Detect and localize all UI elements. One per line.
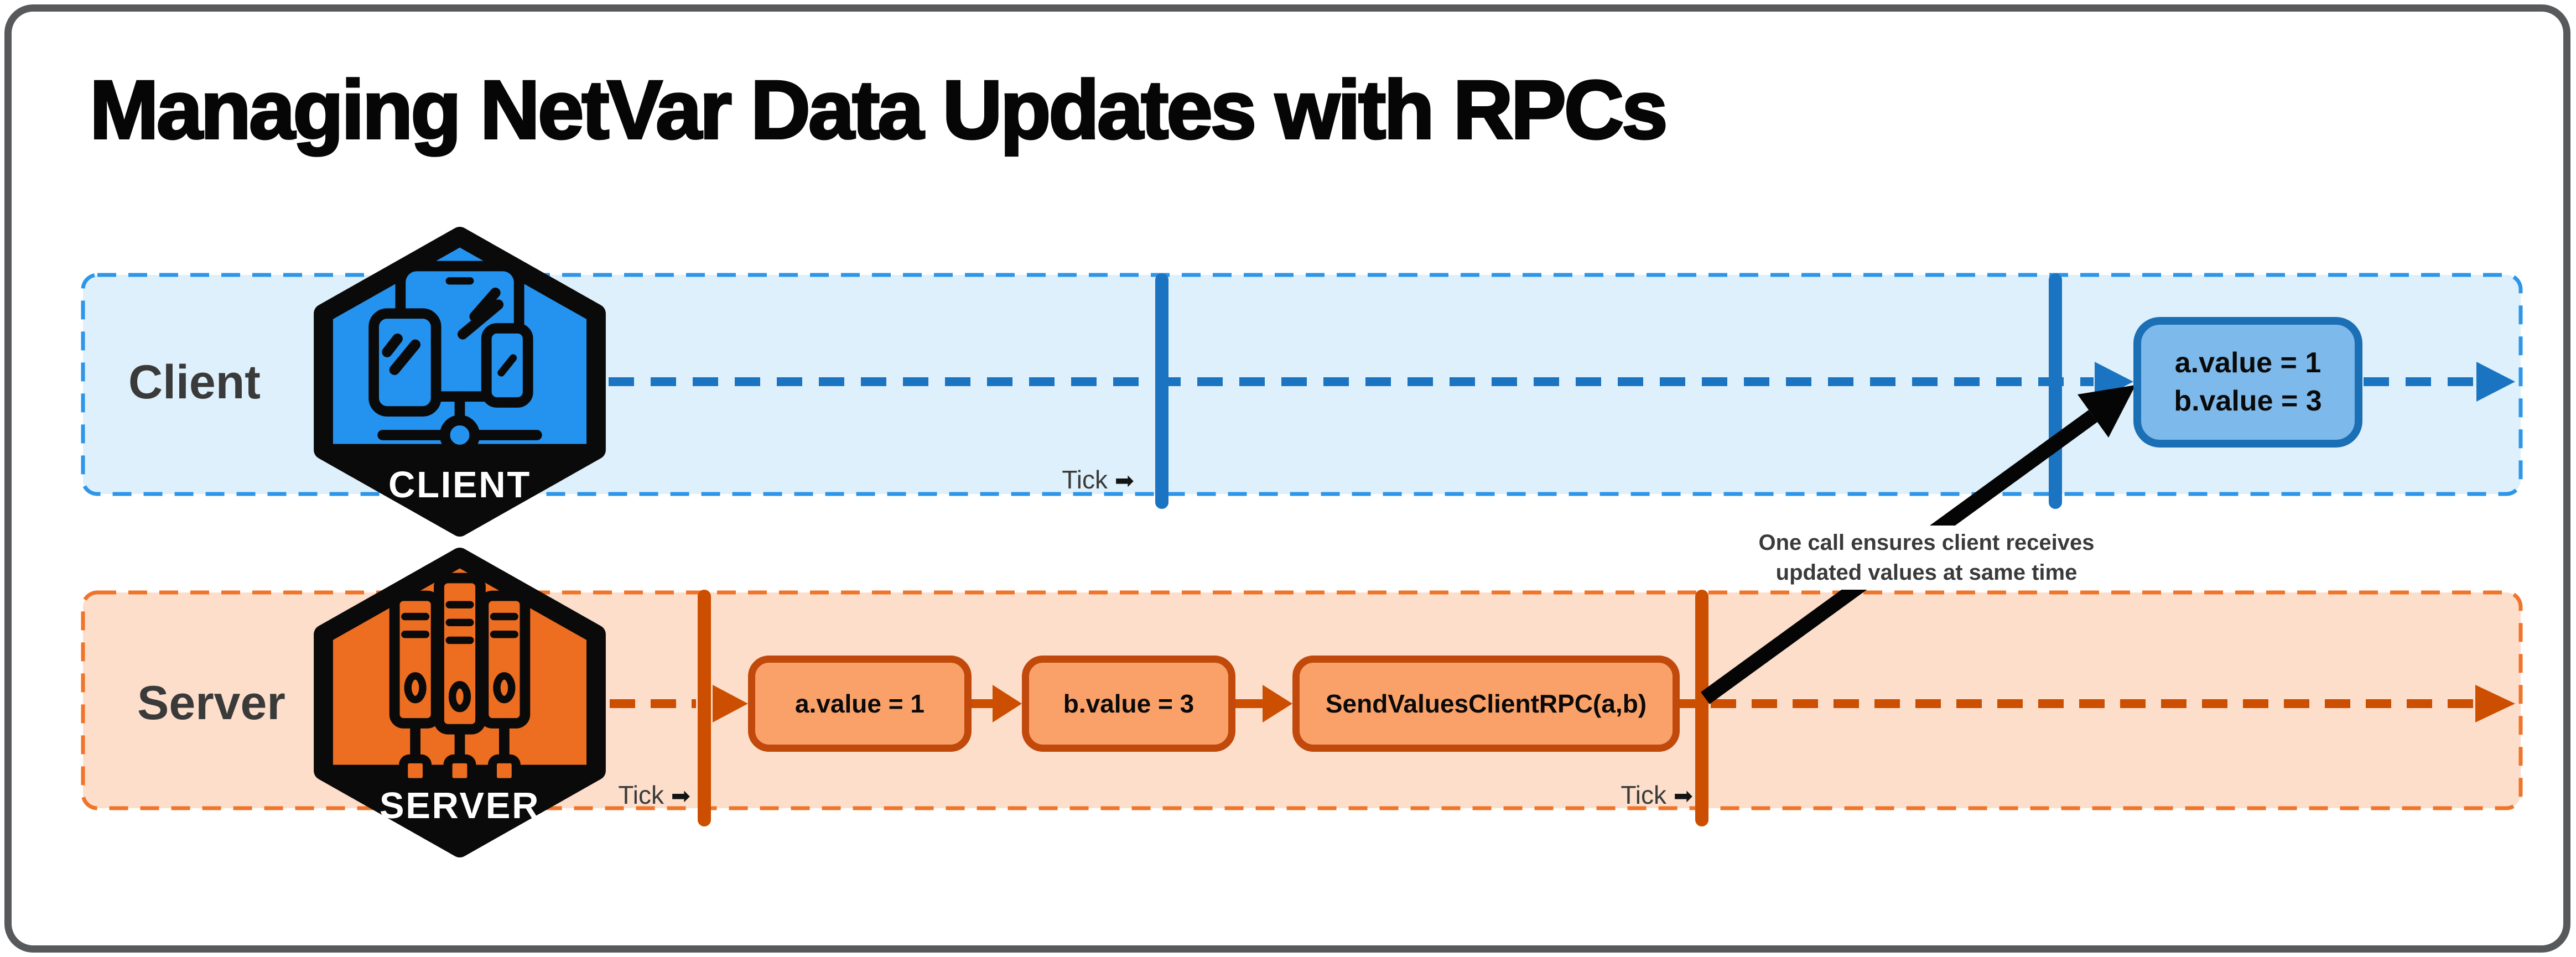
tick-text: Tick [1062,465,1108,494]
right-arrow-icon: ➡ [671,783,690,809]
right-arrow-icon: ➡ [1673,783,1693,809]
rpc-annotation-line2: updated values at same time [1775,560,2078,585]
rpc-annotation: One call ensures client receives updated… [1753,526,2100,590]
client-tick-label: Tick ➡ [996,465,1134,495]
server-step-box-send-rpc: SendValuesClientRPC(a,b) [1292,656,1680,752]
server-tick-label-1: Tick ➡ [552,780,690,810]
client-lane-label: Client [128,356,261,409]
client-badge-label: CLIENT [388,464,531,506]
server-step-label: SendValuesClientRPC(a,b) [1325,689,1647,718]
client-result-box: a.value = 1 b.value = 3 [2133,317,2362,448]
client-hexagon-badge: CLIENT [314,227,606,537]
server-step-box-a-value: a.value = 1 [748,656,972,752]
tick-text: Tick [1621,781,1667,809]
client-result-line1: a.value = 1 [2174,347,2321,379]
server-lane-label: Server [137,677,285,730]
client-result-line2: b.value = 3 [2174,385,2322,417]
server-hexagon-badge: SERVER [314,548,606,857]
rpc-annotation-line1: One call ensures client receives [1758,530,2095,555]
right-arrow-icon: ➡ [1114,467,1134,493]
server-badge-label: SERVER [380,785,540,826]
tick-text: Tick [618,781,664,809]
server-step-label: a.value = 1 [795,689,925,718]
server-tick-label-2: Tick ➡ [1555,780,1693,810]
page-title: Managing NetVar Data Updates with RPCs [89,62,1669,157]
server-step-label: b.value = 3 [1063,689,1194,718]
server-step-box-b-value: b.value = 3 [1022,656,1235,752]
